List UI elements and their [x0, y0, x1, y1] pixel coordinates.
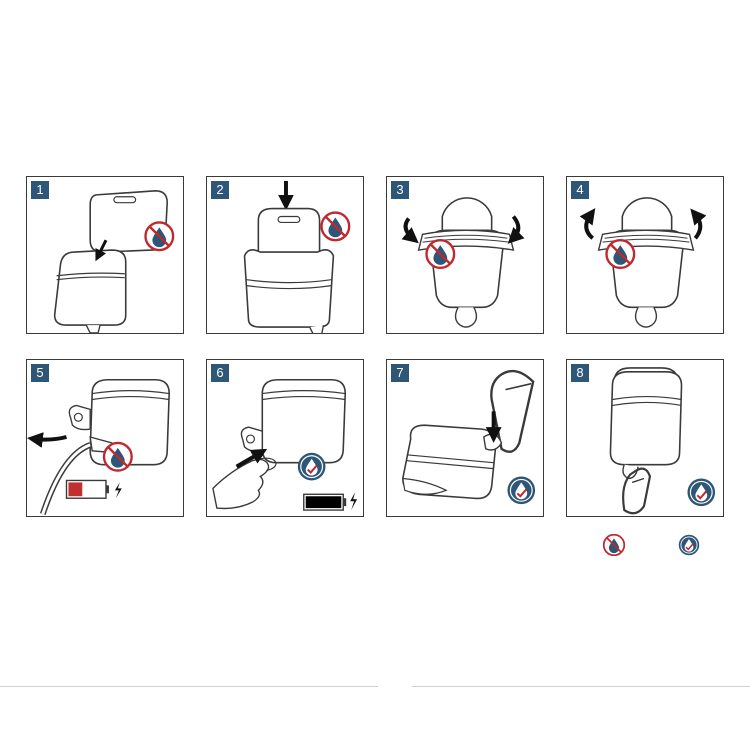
legend-waterproof-icon	[678, 534, 700, 556]
water-check-icon	[686, 477, 717, 508]
silicone-band-roll-up-illustration	[579, 197, 707, 328]
step-panel-4: 4	[566, 176, 724, 334]
airpods-case-lid-illustration	[53, 190, 175, 333]
airpods-case-insert-illustration	[243, 180, 351, 333]
step-number-badge: 2	[211, 181, 229, 199]
charging-not-waterproof-illustration	[27, 378, 170, 515]
battery-full-icon	[303, 492, 358, 511]
step-panel-6: 6	[206, 359, 364, 517]
step-number-badge: 4	[571, 181, 589, 199]
no-water-icon	[102, 441, 133, 472]
legend-not-waterproof-icon	[602, 533, 626, 557]
step-panel-7: 7	[386, 359, 544, 517]
water-check-icon	[506, 475, 537, 506]
bottom-divider	[412, 686, 750, 687]
step-number-badge: 8	[571, 364, 589, 382]
step-number-badge: 1	[31, 181, 49, 199]
step-panel-3: 3	[386, 176, 544, 334]
no-water-icon	[144, 221, 175, 252]
step-panel-5: 5	[26, 359, 184, 517]
silicone-band-roll-down-illustration	[401, 197, 525, 328]
attach-carabiner-illustration	[402, 369, 537, 506]
step-panel-8: 8	[566, 359, 724, 517]
finished-waterproof-case-illustration	[609, 367, 717, 515]
battery-low-icon	[65, 479, 122, 499]
step-number-badge: 7	[391, 364, 409, 382]
step-number-badge: 5	[31, 364, 49, 382]
step-number-badge: 3	[391, 181, 409, 199]
bottom-divider	[0, 686, 378, 687]
water-check-icon	[296, 451, 327, 482]
step-panel-1: 1	[26, 176, 184, 334]
step-number-badge: 6	[211, 364, 229, 382]
step-panel-2: 2	[206, 176, 364, 334]
no-water-icon	[605, 239, 636, 270]
no-water-icon	[425, 239, 456, 270]
close-charging-cover-illustration	[212, 378, 358, 511]
no-water-icon	[320, 211, 351, 242]
